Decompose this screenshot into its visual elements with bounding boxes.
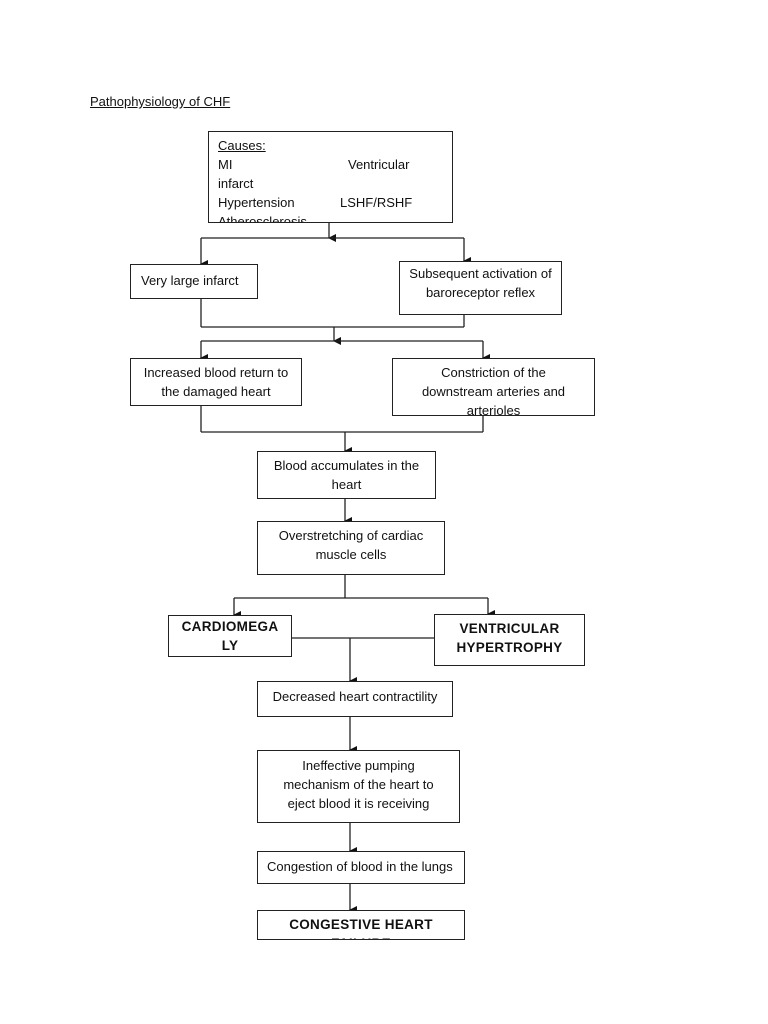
node-cardiomegaly: CARDIOMEGA LY (168, 615, 292, 657)
node-constriction: Constriction of the downstream arteries … (392, 358, 595, 416)
node-congestive-heart-failure: CONGESTIVE HEART FAILURE (257, 910, 465, 940)
node-text: Decreased heart contractility (272, 689, 438, 704)
cause-text: LSHF/RSHF (340, 195, 413, 210)
causes-heading: Causes: (218, 138, 266, 153)
node-text: CONGESTIVE HEART FAILURE (289, 917, 433, 939)
cause-text: MI (218, 157, 233, 172)
node-text: Ineffective pumping mechanism of the hea… (283, 758, 434, 811)
node-blood-accumulates: Blood accumulates in the heart (257, 451, 436, 499)
node-increased-blood-return: Increased blood return to the damaged he… (130, 358, 302, 406)
node-text: LY (221, 638, 239, 653)
node-ventricular-hypertrophy: VENTRICULAR HYPERTROPHY (434, 614, 585, 666)
node-text: Blood accumulates in the heart (273, 458, 420, 492)
node-text: Subsequent activation of baroreceptor re… (409, 266, 552, 300)
node-causes: Causes: MI Ventricular infarct Hypertensi… (208, 131, 453, 223)
node-text: Overstretching of cardiac muscle cells (278, 528, 424, 562)
cause-text: Atherosclerosis (218, 214, 307, 223)
node-text: VENTRICULAR HYPERTROPHY (456, 621, 563, 655)
node-overstretching: Overstretching of cardiac muscle cells (257, 521, 445, 575)
node-very-large-infarct: Very large infarct (130, 264, 258, 299)
node-text: Congestion of blood in the lungs (267, 859, 453, 874)
node-text: Constriction of the downstream arteries … (421, 365, 566, 416)
node-decreased-contractility: Decreased heart contractility (257, 681, 453, 717)
node-text: CARDIOMEGA (181, 619, 279, 634)
node-text: Increased blood return to the damaged he… (143, 365, 289, 399)
cause-text: infarct (218, 176, 254, 191)
page-title: Pathophysiology of CHF (90, 94, 231, 109)
node-baroreceptor: Subsequent activation of baroreceptor re… (399, 261, 562, 315)
node-text: Very large infarct (141, 273, 239, 288)
cause-text: Hypertension (218, 195, 295, 210)
node-congestion: Congestion of blood in the lungs (257, 851, 465, 884)
cause-text: Ventricular (348, 157, 410, 172)
node-ineffective-pumping: Ineffective pumping mechanism of the hea… (257, 750, 460, 823)
